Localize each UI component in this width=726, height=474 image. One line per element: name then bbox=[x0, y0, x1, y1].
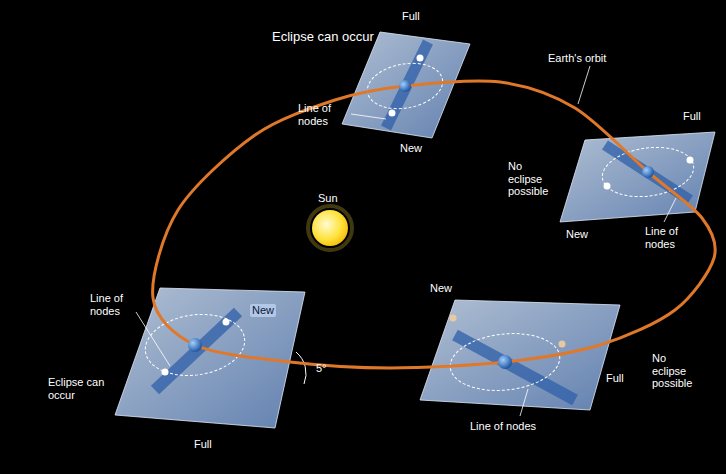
earth-markers bbox=[188, 80, 654, 369]
leader-lines bbox=[136, 66, 676, 416]
sun-glow bbox=[308, 206, 352, 250]
label: Full bbox=[402, 10, 420, 23]
label: No eclipse possible bbox=[508, 160, 558, 198]
label: Full bbox=[683, 110, 701, 123]
label: Earth's orbit bbox=[548, 52, 606, 65]
moon-orbit-plane bbox=[115, 288, 306, 428]
label: Line of nodes bbox=[470, 420, 536, 433]
label: No eclipse possible bbox=[652, 352, 702, 390]
earth-orbit bbox=[153, 81, 716, 368]
label: Line of nodes bbox=[298, 102, 346, 127]
label: Eclipse can occur bbox=[272, 30, 374, 45]
label: Line of nodes bbox=[90, 292, 136, 317]
label: Full bbox=[606, 372, 624, 385]
label: Full bbox=[194, 438, 212, 451]
moon-orbit-plane bbox=[342, 32, 470, 138]
label: 5° bbox=[316, 362, 327, 375]
label: New bbox=[566, 228, 588, 241]
moon-orbit-plane bbox=[420, 300, 620, 410]
sun bbox=[312, 210, 348, 246]
label: Sun bbox=[318, 192, 338, 205]
label: New bbox=[250, 304, 276, 317]
label: New bbox=[430, 282, 452, 295]
label: Eclipse can occur bbox=[48, 376, 108, 401]
label: New bbox=[400, 142, 422, 155]
label: Line of nodes bbox=[645, 225, 693, 250]
